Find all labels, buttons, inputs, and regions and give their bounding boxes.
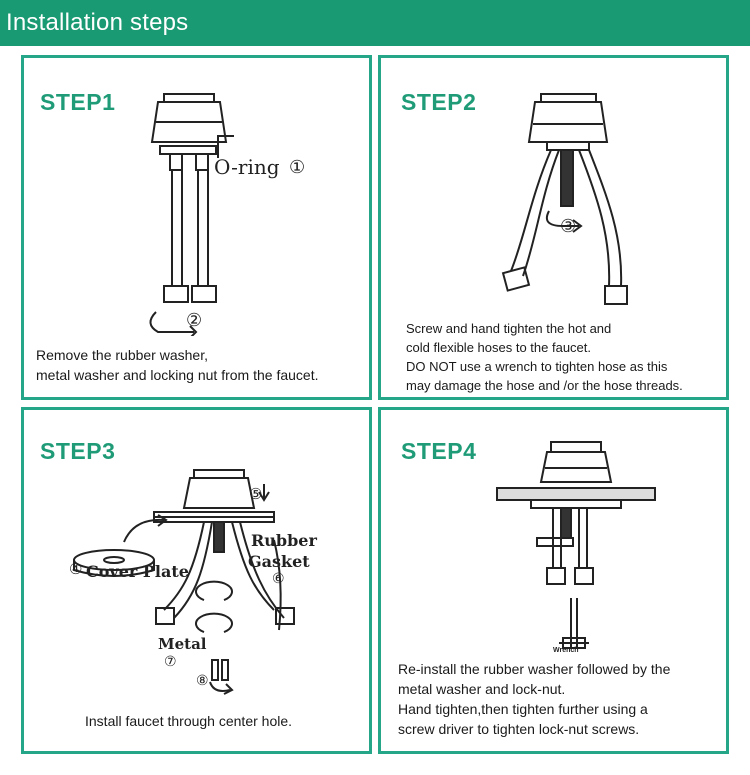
- gasket-label: Gasket: [248, 552, 310, 571]
- rubber-label: Rubber: [251, 531, 317, 550]
- step3-faucet-illustration: [34, 460, 354, 720]
- wrench-label: Wrench: [553, 647, 579, 654]
- step3-number-4: ④: [69, 560, 82, 578]
- header-bar: Installation steps: [0, 0, 750, 46]
- step4-line: screw driver to tighten lock-nut screws.: [398, 719, 670, 739]
- step2-line: cold flexible hoses to the faucet.: [406, 338, 683, 357]
- step3-number-5: ⑤: [249, 485, 262, 503]
- cover-plate-label: Cover Plate: [86, 562, 189, 581]
- step2-instructions: Screw and hand tighten the hot and cold …: [406, 319, 683, 395]
- step2-panel: STEP2 ③ Screw and hand tighten the hot a…: [378, 55, 729, 400]
- step4-faucet-illustration: [491, 438, 671, 658]
- step2-number-3: ③: [560, 216, 576, 237]
- step2-line: DO NOT use a wrench to tighten hose as t…: [406, 357, 683, 376]
- step3-line: Install faucet through center hole.: [85, 711, 292, 731]
- step1-panel: STEP1 O-ring ① ② Remove the rubber washe…: [21, 55, 372, 400]
- step1-title: STEP1: [40, 89, 115, 116]
- step4-title: STEP4: [401, 438, 476, 465]
- step4-panel: STEP4 Wrench Re-install the rubber washe…: [378, 407, 729, 754]
- step1-number-2: ②: [186, 310, 202, 331]
- step4-line: Re-install the rubber washer followed by…: [398, 659, 670, 679]
- step3-number-6: ⑥: [272, 571, 285, 587]
- step4-line: metal washer and lock-nut.: [398, 679, 670, 699]
- step1-number-1: ①: [289, 157, 305, 178]
- step2-line: may damage the hose and /or the hose thr…: [406, 376, 683, 395]
- step3-number-7: ⑦: [164, 654, 177, 670]
- step4-line: Hand tighten,then tighten further using …: [398, 699, 670, 719]
- step1-line: metal washer and locking nut from the fa…: [36, 365, 318, 385]
- step3-panel: STEP3 ④: [21, 407, 372, 754]
- step1-instructions: Remove the rubber washer, metal washer a…: [36, 345, 318, 385]
- page-title: Installation steps: [6, 9, 188, 37]
- step3-number-8: ⑧: [196, 673, 209, 689]
- oring-label: O-ring: [214, 155, 280, 179]
- step1-line: Remove the rubber washer,: [36, 345, 318, 365]
- step2-line: Screw and hand tighten the hot and: [406, 319, 683, 338]
- step2-faucet-illustration: [501, 86, 701, 311]
- step2-title: STEP2: [401, 89, 476, 116]
- step4-instructions: Re-install the rubber washer followed by…: [398, 659, 670, 739]
- step3-instructions: Install faucet through center hole.: [85, 711, 292, 731]
- metal-label: Metal: [158, 635, 207, 653]
